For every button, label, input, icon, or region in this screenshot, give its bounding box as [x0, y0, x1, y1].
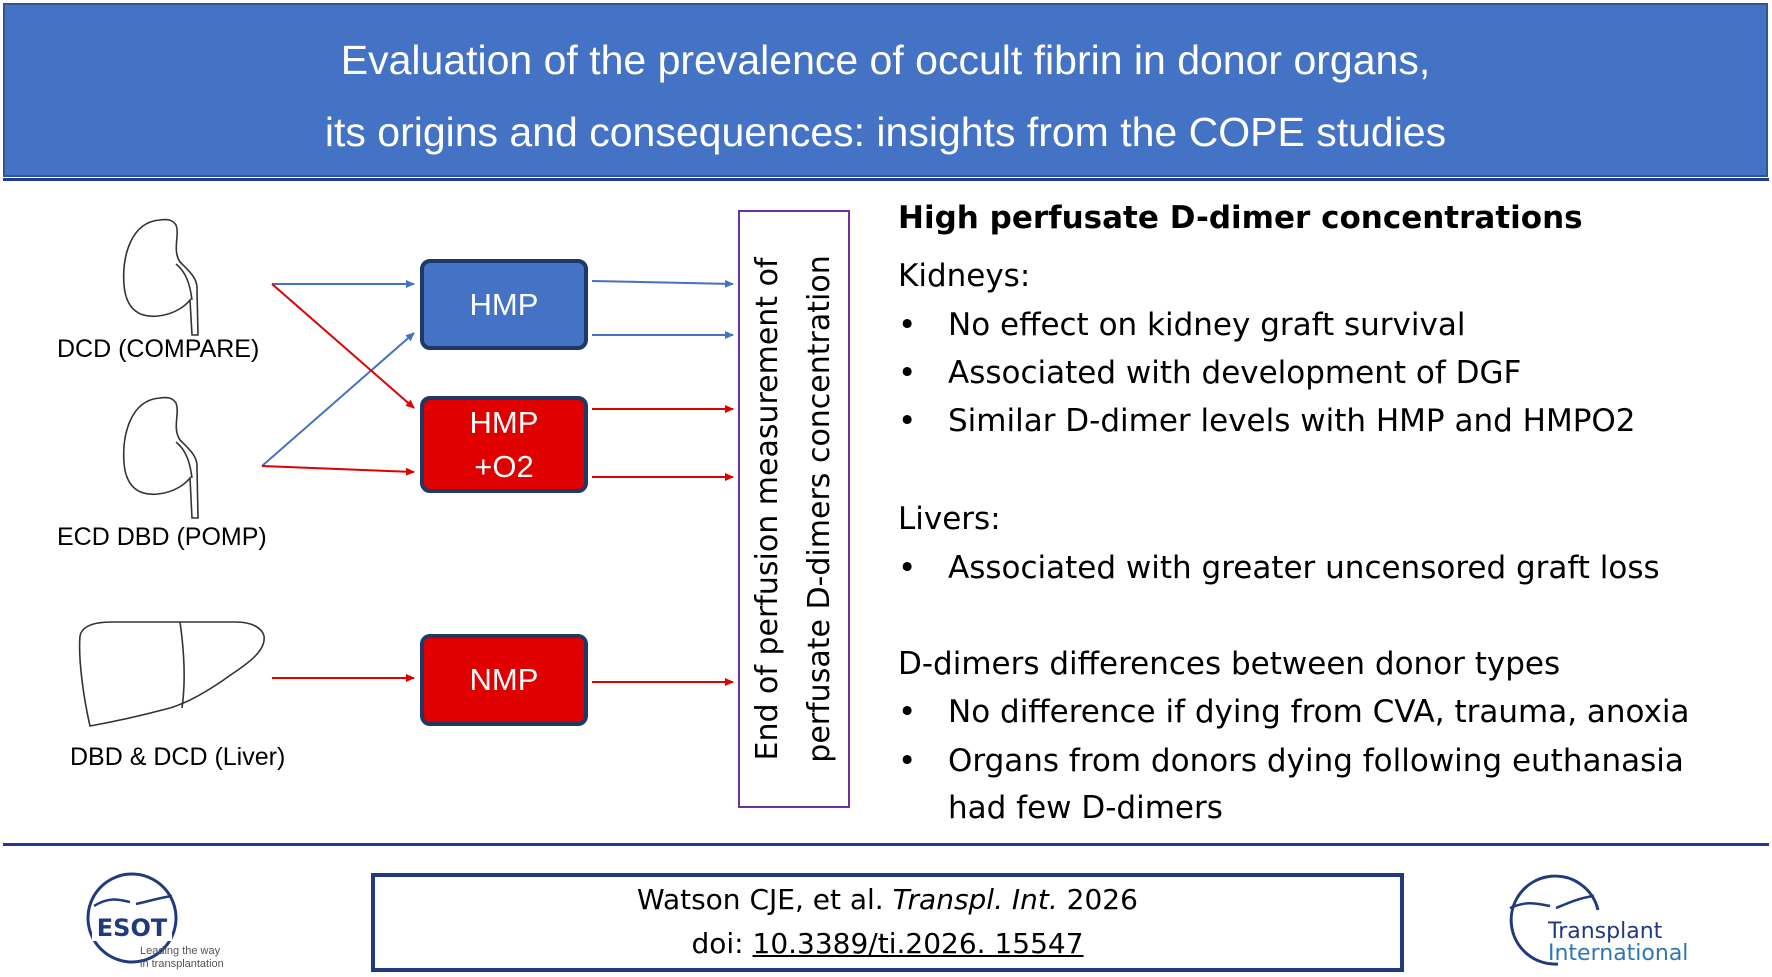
hmp-box: HMP	[420, 259, 588, 350]
bullet-icon: •	[898, 403, 917, 439]
bullet-icon: •	[898, 550, 917, 586]
hmp-label: HMP	[469, 286, 539, 322]
title-line-2: its origins and consequences: insights f…	[324, 109, 1447, 155]
transplant-international-logo: Transplant International	[1509, 874, 1688, 966]
esot-name: ESOT	[97, 914, 168, 942]
donor-finding-2-cont: had few D-dimers	[948, 790, 1223, 826]
liver-label: DBD & DCD (Liver)	[70, 743, 286, 771]
kidney-dcd-label: DCD (COMPARE)	[57, 335, 260, 363]
donor-finding-2: Organs from donors dying following eutha…	[948, 743, 1684, 779]
esot-tagline-1: Leading the way	[140, 945, 221, 957]
bullet-icon: •	[898, 694, 917, 730]
kidney-finding-1: No effect on kidney graft survival	[948, 307, 1466, 343]
kidneys-label: Kidneys:	[898, 258, 1031, 294]
doi-link[interactable]: 10.3389/ti.2026. 15547	[752, 927, 1084, 960]
esot-logo: ESOT Leading the way in transplantation	[86, 872, 224, 970]
arrow-hmp-to-end-1	[591, 279, 734, 288]
top-divider	[3, 178, 1769, 181]
ti-line-2: International	[1548, 941, 1688, 966]
end-measurement-line2: perfusate D-dimers concentration	[802, 255, 837, 763]
citation-reference: Watson CJE, et al. Transpl. Int. 2026	[375, 883, 1400, 916]
citation-authors: Watson CJE, et al.	[637, 883, 893, 916]
end-measurement-box: End of perfusion measurement of perfusat…	[738, 210, 850, 808]
donor-types-label: D-dimers differences between donor types	[898, 646, 1561, 682]
end-measurement-text: End of perfusion measurement of perfusat…	[742, 214, 846, 804]
kidney-dcd-icon	[122, 218, 199, 336]
citation-doi: doi: 10.3389/ti.2026. 15547	[375, 927, 1400, 960]
bullet-icon: •	[898, 355, 917, 391]
bullet-icon: •	[898, 307, 917, 343]
kidney-ecd-icon	[122, 396, 199, 519]
liver-finding-1: Associated with greater uncensored graft…	[948, 550, 1660, 586]
end-measurement-line1: End of perfusion measurement of	[750, 257, 785, 761]
hmpo2-label-line2: +O2	[474, 448, 534, 484]
bottom-divider	[3, 843, 1769, 846]
hmpo2-box: HMP +O2	[420, 396, 588, 493]
doi-label: doi:	[691, 927, 753, 960]
title-line-1: Evaluation of the prevalence of occult f…	[340, 37, 1431, 83]
liver-icon	[78, 621, 265, 727]
livers-label: Livers:	[898, 501, 1001, 537]
hmpo2-label-line1: HMP	[469, 404, 539, 440]
citation-year: 2026	[1057, 883, 1138, 916]
findings-heading: High perfusate D-dimer concentrations	[898, 200, 1583, 236]
donor-finding-1: No difference if dying from CVA, trauma,…	[948, 694, 1690, 730]
esot-tagline-2: in transplantation	[140, 958, 224, 970]
arrow-ecd-to-hmp	[261, 332, 415, 467]
title-banner: Evaluation of the prevalence of occult f…	[3, 3, 1768, 177]
citation-box: Watson CJE, et al. Transpl. Int. 2026 do…	[371, 873, 1404, 972]
kidney-finding-3: Similar D-dimer levels with HMP and HMPO…	[948, 403, 1636, 439]
kidney-ecd-label: ECD DBD (POMP)	[57, 523, 267, 551]
kidney-finding-2: Associated with development of DGF	[948, 355, 1522, 391]
nmp-label: NMP	[469, 662, 539, 697]
ti-line-1: Transplant	[1547, 919, 1663, 944]
arrow-dcd-to-hmpo2	[271, 283, 415, 409]
nmp-box: NMP	[420, 634, 588, 726]
arrow-ecd-to-hmpo2	[261, 465, 415, 476]
citation-journal: Transpl. Int.	[892, 883, 1058, 916]
bullet-icon: •	[898, 743, 917, 779]
